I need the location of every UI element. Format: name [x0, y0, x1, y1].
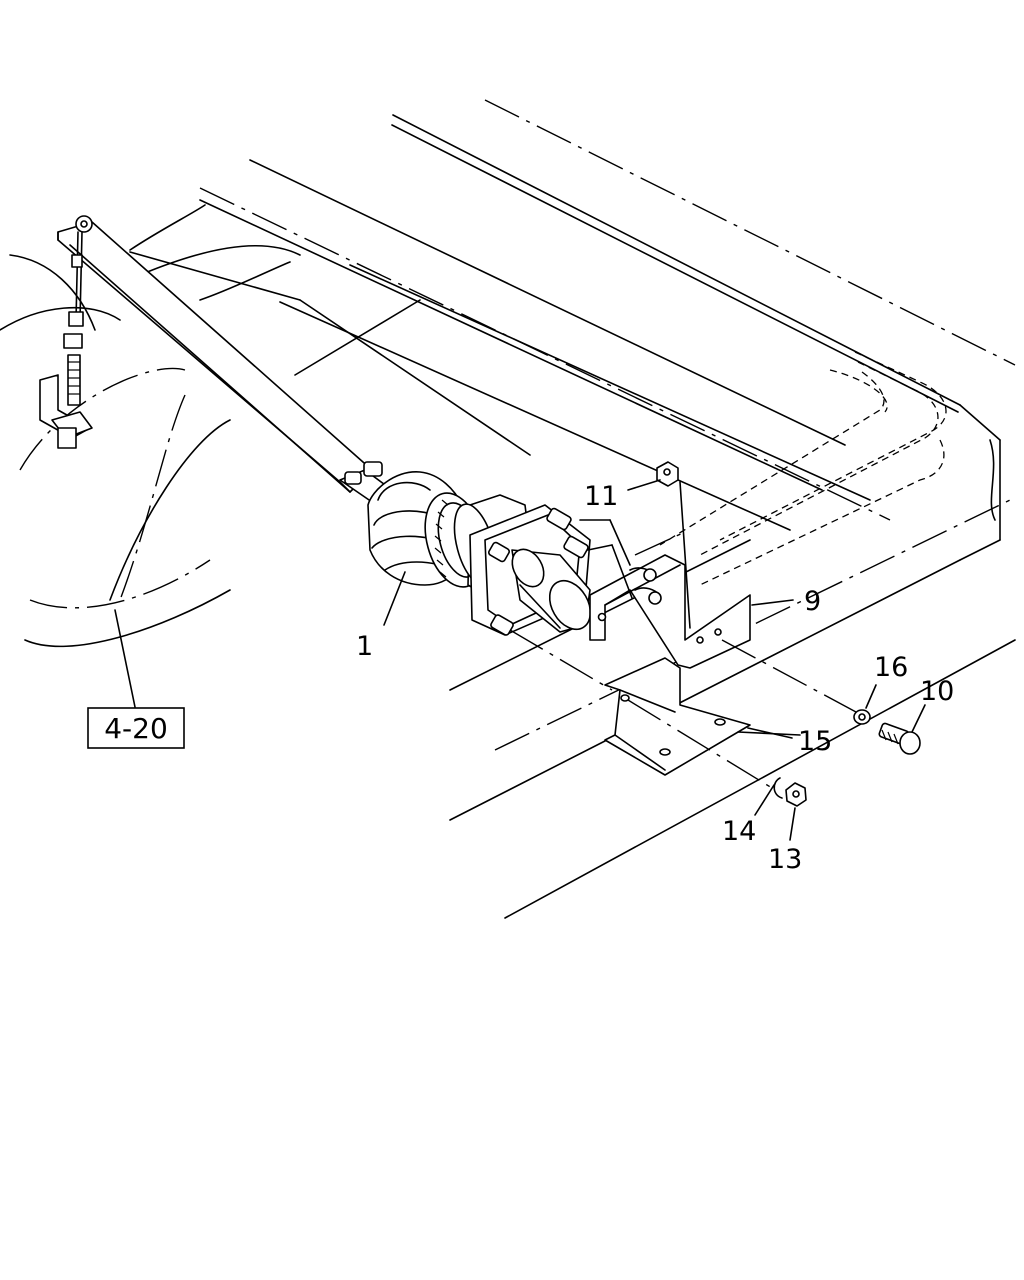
lower-bracket [604, 657, 751, 776]
leader-lines [114, 479, 926, 841]
callout-16: 16 [874, 652, 908, 683]
hardware [656, 461, 921, 807]
chamber-ribs [434, 499, 449, 578]
callout-11: 11 [584, 481, 618, 512]
brake-chamber [367, 471, 592, 636]
link-rod [39, 231, 93, 449]
hidden-tubes [659, 351, 947, 586]
callout-9: 9 [804, 586, 821, 617]
reference-box-label: 4-20 [104, 712, 168, 745]
frame-rails [129, 99, 1016, 919]
callouts: 1 9 10 11 13 14 15 16 [356, 481, 954, 875]
reference-box[interactable]: 4-20 [87, 707, 185, 749]
callout-15: 15 [798, 726, 832, 757]
callout-10: 10 [920, 676, 954, 707]
support-arm [57, 215, 393, 503]
wheel-tire [0, 254, 231, 648]
callout-14: 14 [722, 816, 756, 847]
callout-1: 1 [356, 631, 373, 662]
callout-13: 13 [768, 844, 802, 875]
